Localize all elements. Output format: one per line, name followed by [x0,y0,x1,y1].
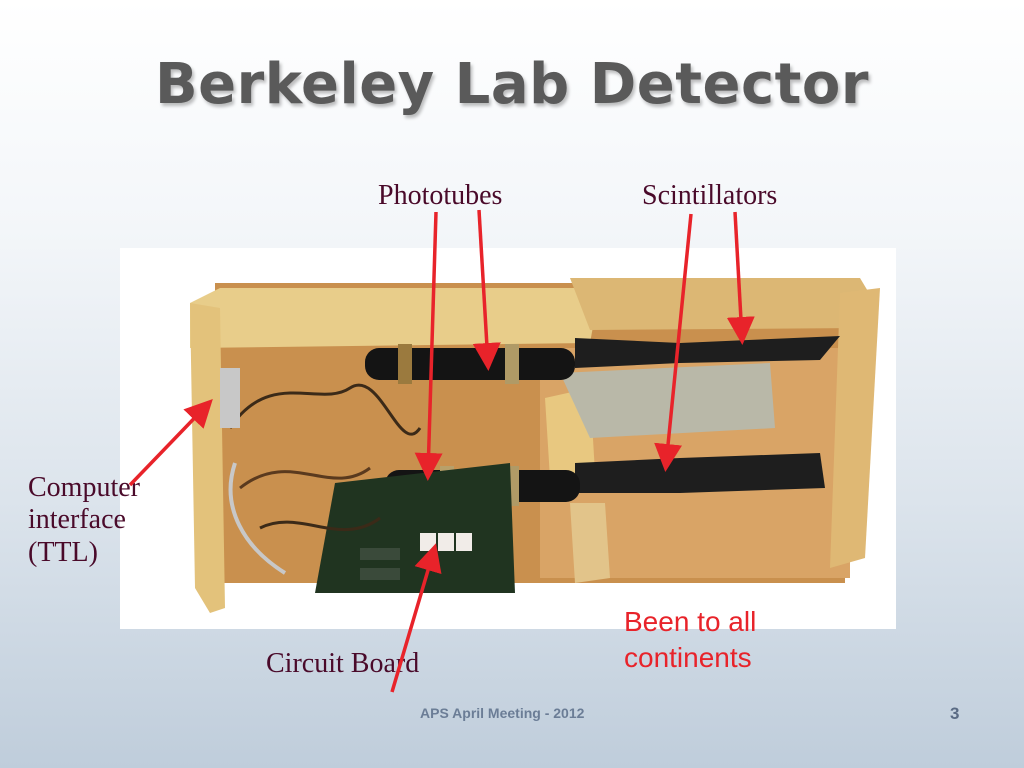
upper-tube-clamp-2 [505,344,519,384]
label-computer-line-2: interface [28,504,126,536]
wire-1 [228,383,422,436]
right-board [830,288,880,568]
upper-tube-clamp-1 [398,344,412,384]
label-been-line-1: Been to all [624,606,757,637]
top-board-right [570,278,875,330]
circuit-chip-3 [456,533,472,551]
bottom-plank [570,503,610,583]
circuit-board [315,463,515,593]
label-scintillators: Scintillators [642,180,778,211]
detector-illustration [190,278,880,613]
slide-footer: APS April Meeting - 2012 [420,705,585,721]
metal-plate [560,363,775,438]
wire-3 [259,516,381,532]
upper-phototube [365,348,575,380]
circuit-chip-1 [420,533,436,551]
upper-scintillator [575,336,840,368]
left-board [190,303,225,613]
label-computer-line-1: Computer [28,472,140,503]
circuit-ic-1 [360,548,400,560]
label-computer-line-3: (TTL) [28,536,98,568]
detector-photo [120,248,896,629]
slide-page-number: 3 [950,704,960,723]
ttl-connector [220,368,240,428]
top-board-left [190,288,600,348]
label-been-to-all-continents: Been to all continents [624,604,756,677]
circuit-ic-2 [360,568,400,580]
circuit-chip-2 [438,533,454,551]
ttl-cable [228,462,287,575]
label-phototubes: Phototubes [378,180,503,211]
slide-title: Berkeley Lab Detector [155,52,869,117]
lower-scintillator [575,453,825,493]
wire-2 [239,466,371,490]
label-been-line-2: continents [624,642,752,674]
label-circuit-board: Circuit Board [266,648,420,679]
label-computer-interface: Computer interface (TTL) [28,472,140,569]
